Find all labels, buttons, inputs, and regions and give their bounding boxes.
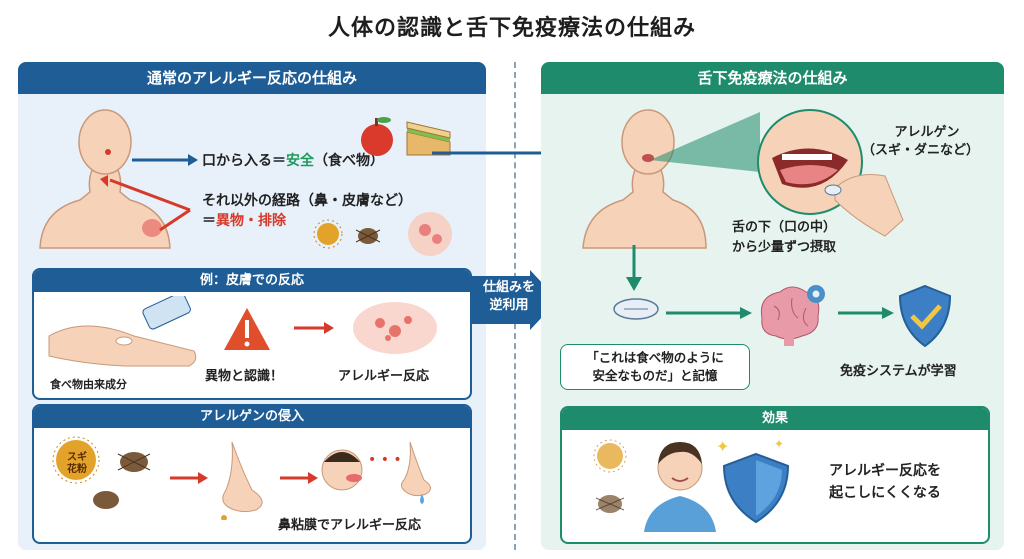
red-arrow-3 <box>170 472 208 484</box>
nasal-reaction-label: 鼻粘膜でアレルギー反応 <box>278 518 422 533</box>
red-arrow <box>100 175 191 232</box>
pollen-label: スギ花粉 <box>67 452 87 475</box>
person-illustration <box>39 109 171 249</box>
brain-gear-icon <box>760 285 825 346</box>
hand-cream-icon <box>48 296 197 367</box>
allergen-label: アレルゲン （スギ・ダニなど） <box>862 125 980 158</box>
effect-text: アレルギー反応を 起こしにくくなる <box>829 463 941 501</box>
mouth-route-text: 口から入る＝安全（食べ物） <box>202 153 384 169</box>
immune-learning-label: 免疫システムが学習 <box>840 364 957 379</box>
healthy-person-icon <box>644 442 716 532</box>
rash-icon <box>353 302 437 354</box>
faded-allergen-icons <box>593 439 627 513</box>
svg-text:• • •: • • • <box>368 452 402 468</box>
other-route-text: それ以外の経路（鼻・皮膚など） ＝異物・排除 <box>202 193 412 229</box>
tablet-icon <box>613 298 659 320</box>
allergen-entry-card: アレルゲンの侵入 <box>32 404 472 544</box>
arrow-to-mouth-text <box>132 154 198 166</box>
allergen-entry-header: アレルゲンの侵入 <box>34 406 470 428</box>
reverse-use-label: 仕組みを 逆利用 <box>482 280 535 313</box>
skin-reaction-header: 例：皮膚での反応 <box>34 270 470 292</box>
allergy-reaction-label: アレルギー反応 <box>338 369 430 384</box>
nose-icon <box>221 441 263 520</box>
allergen-icons <box>313 212 452 256</box>
sneezing-person-icon: • • • <box>321 441 431 504</box>
reverse-use-arrow <box>470 270 558 330</box>
food-component-label: 食べ物由来成分 <box>50 378 127 391</box>
protection-shield-icon: ✦ ✦ <box>716 437 790 524</box>
right-arrow-2 <box>838 307 894 319</box>
warning-icon <box>224 308 270 350</box>
shield-check-icon <box>898 284 952 348</box>
foreign-recognize-label: 異物と認識！ <box>205 369 284 384</box>
effect-header: 効果 <box>562 408 988 430</box>
svg-text:✦: ✦ <box>774 437 784 451</box>
right-arrow-1 <box>666 307 752 319</box>
svg-text:✦: ✦ <box>716 437 729 456</box>
red-arrow-2 <box>294 322 334 334</box>
intake-label: 舌の下（口の中） から少量ずつ摂取 <box>732 220 837 255</box>
memory-bubble: 「これは食べ物のように 安全なものだ」と記憶 <box>560 344 750 390</box>
down-arrow <box>626 245 642 291</box>
fingers-tablet-icon <box>824 174 904 237</box>
red-arrow-4 <box>280 472 318 484</box>
pollen-mite-icon <box>52 436 151 509</box>
normal-allergy-header: 通常のアレルギー反応の仕組み <box>18 62 486 94</box>
page-title: 人体の認識と舌下免疫療法の仕組み <box>327 16 696 41</box>
food-icon <box>361 117 451 156</box>
slit-header: 舌下免疫療法の仕組み <box>541 62 1004 94</box>
zoom-cone <box>650 112 760 172</box>
